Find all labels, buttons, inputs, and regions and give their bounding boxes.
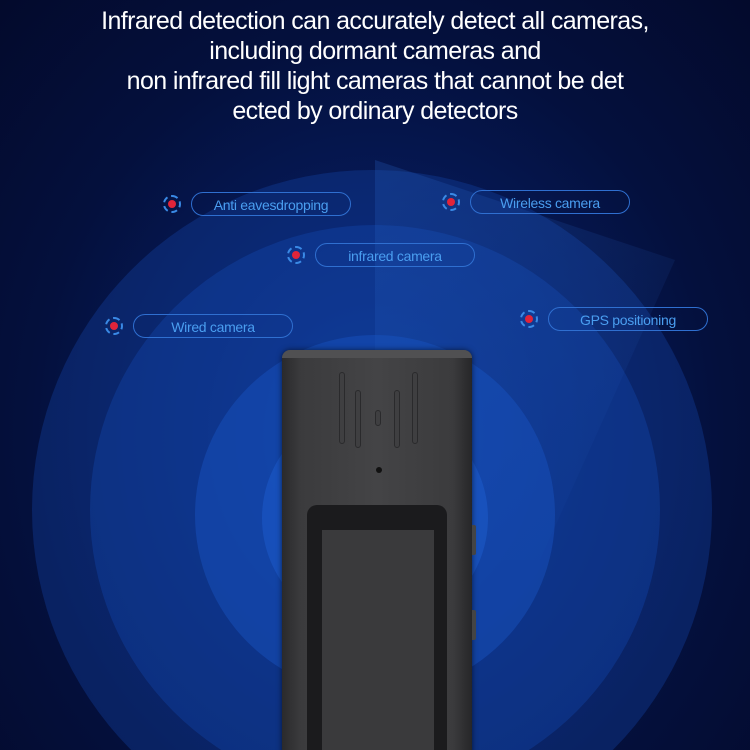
headline-line-1: Infrared detection can accurately detect…	[101, 7, 649, 35]
feature-label: Anti eavesdropping	[191, 192, 351, 216]
vent-slot	[412, 372, 418, 444]
sensor-window	[375, 410, 381, 426]
feature-label: GPS positioning	[548, 307, 708, 331]
vent-slot	[394, 390, 400, 448]
vent-slot	[355, 390, 361, 448]
microphone-hole	[376, 467, 382, 473]
target-icon	[442, 193, 460, 211]
feature-tag-wireless-camera: Wireless camera	[442, 190, 630, 214]
feature-tag-infrared-camera: infrared camera	[287, 243, 475, 267]
detector-device	[282, 350, 476, 750]
screen-bezel	[307, 505, 447, 750]
side-button	[472, 525, 476, 555]
side-button	[472, 610, 476, 640]
target-icon	[163, 195, 181, 213]
device-top-edge	[282, 350, 472, 358]
feature-tag-anti-eavesdropping: Anti eavesdropping	[163, 192, 351, 216]
headline-line-2: including dormant cameras and	[209, 37, 541, 65]
target-icon	[520, 310, 538, 328]
feature-tag-gps-positioning: GPS positioning	[520, 307, 708, 331]
feature-label: infrared camera	[315, 243, 475, 267]
headline: Infrared detection can accurately detect…	[0, 6, 750, 126]
device-screen	[322, 530, 434, 750]
vent-slot	[339, 372, 345, 444]
feature-tag-wired-camera: Wired camera	[105, 314, 293, 338]
headline-line-4: ected by ordinary detectors	[232, 97, 518, 125]
feature-label: Wireless camera	[470, 190, 630, 214]
target-icon	[105, 317, 123, 335]
feature-label: Wired camera	[133, 314, 293, 338]
target-icon	[287, 246, 305, 264]
headline-line-3: non infrared fill light cameras that can…	[126, 67, 624, 95]
